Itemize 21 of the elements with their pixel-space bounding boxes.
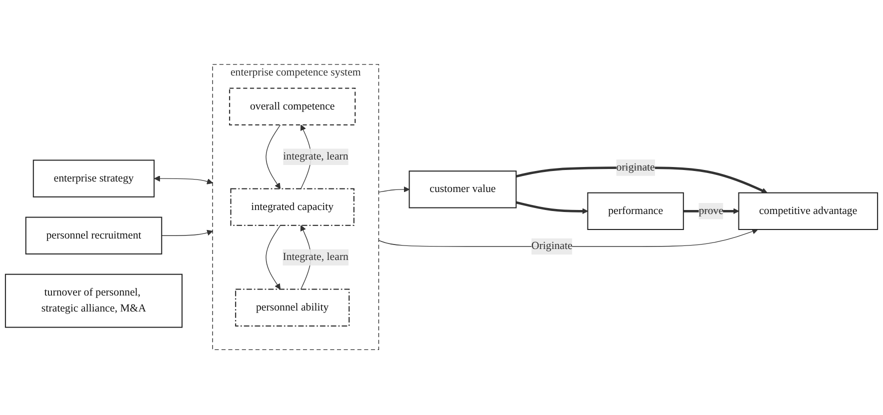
arrow <box>378 186 410 193</box>
node-box: competitive advantage <box>738 192 878 230</box>
node-box: customer value <box>408 171 517 209</box>
node-box: integrated capacity <box>230 188 354 226</box>
node-box: personnel recruitment <box>25 217 162 255</box>
arrow <box>154 176 213 185</box>
arrow <box>161 230 213 236</box>
edge-label: Originate <box>531 240 572 252</box>
node-box: performance <box>587 192 684 230</box>
arrow <box>516 202 588 215</box>
arrow <box>266 124 281 190</box>
node-box: overall competence <box>229 88 356 126</box>
edge-label: prove <box>698 205 724 218</box>
arrow <box>266 226 281 290</box>
edge-label: originate <box>616 162 655 174</box>
edge-label: Integrate, learn <box>282 252 348 264</box>
node-box: personnel ability <box>235 289 350 327</box>
edge-label: integrate, learn <box>283 151 348 163</box>
arrow <box>378 228 758 248</box>
node-box: enterprise strategy <box>32 160 155 198</box>
node-box: turnover of personnel, strategic alliance, M&A <box>4 274 183 328</box>
